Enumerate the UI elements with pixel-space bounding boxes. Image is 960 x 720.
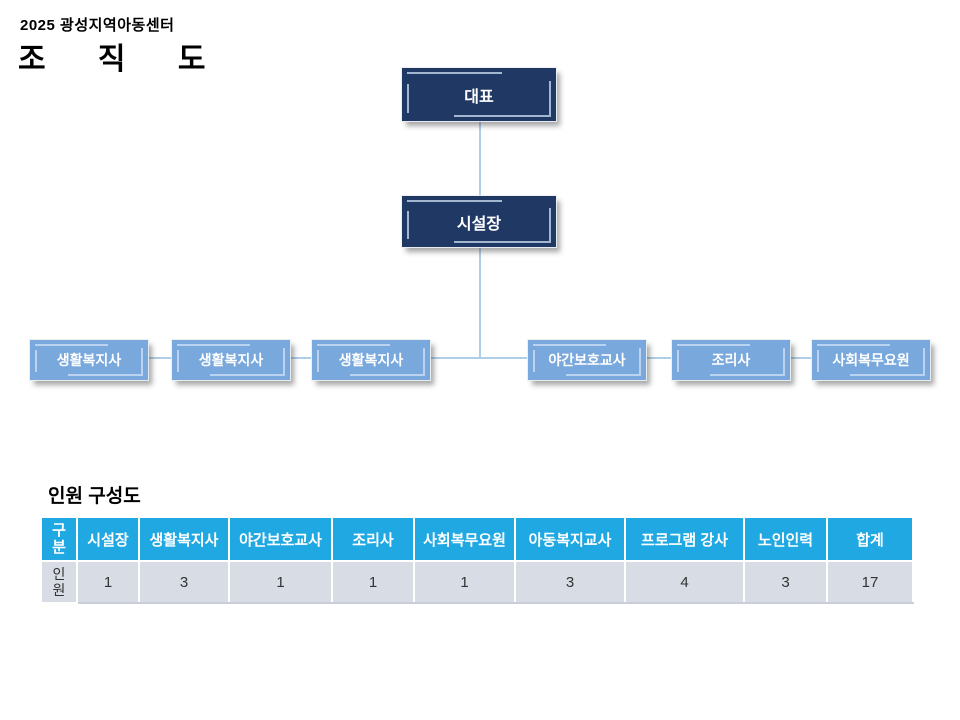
column-header: 조리사 (331, 516, 415, 562)
box-frame-accent (533, 350, 535, 372)
box-frame-accent (817, 350, 819, 372)
table-cell: 1 (76, 560, 140, 604)
box-frame-accent (317, 350, 319, 372)
org-node-staff-5: 조리사 (672, 340, 790, 380)
table-cell: 1 (413, 560, 516, 604)
table-cell: 1 (331, 560, 415, 604)
box-frame-accent (407, 210, 409, 239)
table-cell: 3 (514, 560, 626, 604)
org-node-label: 생활복지사 (198, 352, 264, 368)
org-node-staff-4: 야간보호교사 (528, 340, 646, 380)
table-cell: 1 (228, 560, 333, 604)
column-header: 사회복무요원 (413, 516, 516, 562)
box-frame-accent (407, 83, 409, 113)
column-header: 생활복지사 (138, 516, 230, 562)
personnel-table: 구분 시설장 생활복지사 야간보호교사 조리사 사회복무요원 아동복지교사 프로… (40, 516, 914, 604)
table-cell: 3 (743, 560, 828, 604)
table-corner-header: 구분 (40, 516, 78, 562)
org-node-staff-6: 사회복무요원 (812, 340, 930, 380)
org-node-staff-2: 생활복지사 (172, 340, 290, 380)
connector-line-director-staff (479, 246, 481, 358)
table-header-row: 구분 시설장 생활복지사 야간보호교사 조리사 사회복무요원 아동복지교사 프로… (40, 516, 914, 562)
row-label: 인원 (40, 560, 78, 604)
box-frame-accent (35, 350, 37, 372)
column-header: 시설장 (76, 516, 140, 562)
column-header: 프로그램 강사 (624, 516, 745, 562)
page-title: 조 직 도 (18, 43, 206, 76)
column-header: 야간보호교사 (228, 516, 333, 562)
org-node-label: 사회복무요원 (832, 352, 910, 368)
org-node-staff-1: 생활복지사 (30, 340, 148, 380)
org-node-label: 시설장 (456, 215, 502, 233)
box-frame-accent (677, 350, 679, 372)
connector-line-staff-row (88, 357, 870, 359)
table-cell: 17 (826, 560, 914, 604)
center-name-subtitle: 2025 광성지역아동센터 (20, 17, 175, 34)
column-header: 아동복지교사 (514, 516, 626, 562)
org-node-director: 시설장 (402, 196, 556, 247)
org-node-label: 대표 (464, 88, 494, 106)
table-title: 인원 구성도 (48, 486, 141, 507)
connector-line-ceo-director (479, 121, 481, 197)
column-header: 노인인력 (743, 516, 828, 562)
org-node-label: 생활복지사 (338, 352, 404, 368)
org-node-staff-3: 생활복지사 (312, 340, 430, 380)
org-node-label: 야간보호교사 (548, 352, 626, 368)
org-node-label: 조리사 (711, 352, 751, 368)
column-header: 합계 (826, 516, 914, 562)
box-frame-accent (177, 350, 179, 372)
org-node-label: 생활복지사 (56, 352, 122, 368)
table-cell: 3 (138, 560, 230, 604)
table-cell: 4 (624, 560, 745, 604)
table-row: 인원 1 3 1 1 1 3 4 3 17 (40, 560, 914, 604)
org-node-ceo: 대표 (402, 68, 556, 121)
